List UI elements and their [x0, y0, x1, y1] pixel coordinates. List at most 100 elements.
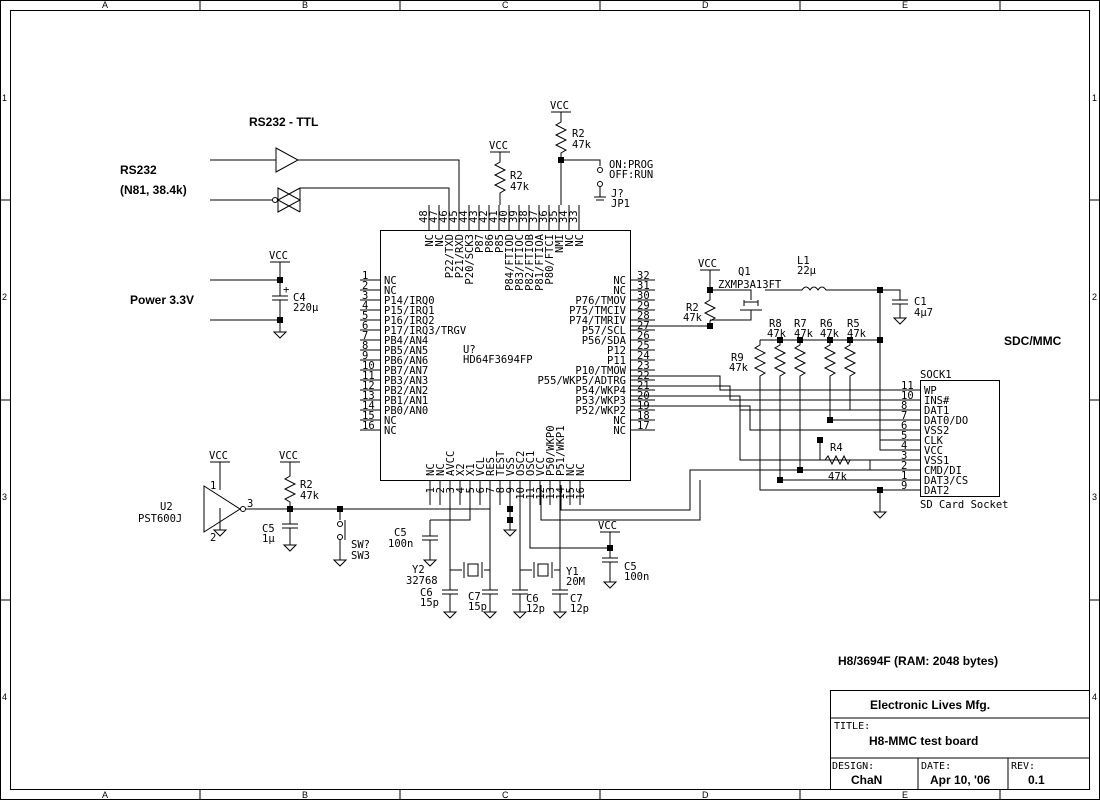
label-chip-note: H8/3694F (RAM: 2048 bytes) — [838, 654, 998, 668]
mcu-pin-number: 29 — [637, 300, 650, 312]
sock-pin-number: 10 — [901, 390, 914, 402]
vcc-label: VCC — [698, 258, 717, 270]
c5c-val: 100n — [624, 571, 649, 583]
mcu-pin-number: 18 — [637, 410, 650, 422]
mcu-pin-number: 32 — [637, 270, 650, 282]
revision: 0.1 — [1028, 773, 1045, 787]
sd-power-switch: VCC R2 47k Q1 ZXMP3A13FT L1 22µ C1 4µ7 R… — [631, 255, 933, 491]
label-rs232-ttl: RS232 - TTL — [249, 115, 318, 129]
mcu-pin-name: NC — [384, 415, 397, 427]
power-input: VCC + C4 220µ — [210, 250, 319, 339]
zone-row-label: 1 — [1092, 93, 1097, 103]
zone-col-label: E — [902, 0, 908, 10]
zone-row-label: 4 — [1092, 692, 1097, 702]
vcc-label: VCC — [209, 450, 228, 462]
r2-mid-val: 47k — [510, 181, 530, 193]
mcu-pin-number: 38 — [518, 210, 530, 223]
mcu-pin-name: P75/TMCIV — [569, 305, 627, 317]
mcu-pin-number: 9 — [505, 487, 517, 493]
zone-row-label: 2 — [1092, 292, 1097, 302]
mcu-pin-number: 31 — [637, 280, 650, 292]
r5-ref: R5 — [847, 318, 860, 330]
zone-col-label: D — [702, 790, 709, 800]
on-prog-label: ON:PROG — [609, 159, 653, 171]
jp-ref: J? — [611, 188, 624, 200]
mcu-pin-name: P55/WKP5/ADTRG — [537, 375, 626, 387]
c4-plus: + — [283, 284, 289, 296]
mcu-pin-number: 30 — [637, 290, 650, 302]
sw-val: SW3 — [351, 550, 370, 562]
sock-pin-number: 8 — [901, 400, 907, 412]
mcu-pin-number: 1 — [425, 487, 437, 493]
u2-ref: U2 — [160, 501, 173, 513]
l1-val: 22µ — [797, 265, 817, 277]
mcu-pin-number: 7 — [362, 330, 368, 342]
mcu-pin-name: P82/FTIOB — [524, 234, 536, 291]
c7a-val: 15p — [468, 601, 487, 613]
zone-col-label: A — [102, 0, 108, 10]
mcu-pin-name: P76/TMOV — [575, 295, 626, 307]
u2-pin2: 2 — [210, 532, 216, 544]
mcu-pin-number: 23 — [637, 360, 650, 372]
sock-pin-number: 4 — [901, 440, 907, 452]
mcu-pin-name: NC — [613, 425, 626, 437]
mcu-pin-number: 14 — [362, 400, 375, 412]
mcu-pin-name: NC — [575, 463, 587, 476]
mcu-pin-name: PB6/AN6 — [384, 355, 428, 367]
rs232-buffers — [210, 147, 460, 213]
sock-pin-name: VCC — [924, 445, 943, 457]
zone-row-label: 2 — [2, 292, 7, 302]
zone-row-label: 3 — [1092, 492, 1097, 502]
vcc-label: VCC — [598, 520, 617, 532]
mcu-pin-name: P85 — [494, 234, 506, 253]
jp-val: JP1 — [611, 198, 630, 210]
mcu-pin-number: 13 — [362, 390, 375, 402]
mcu-pin-name: PB2/AN2 — [384, 385, 428, 397]
mcu-pin-number: 5 — [465, 487, 477, 493]
r2-q-ref: R2 — [686, 302, 699, 314]
r6-val: 47k — [820, 328, 840, 340]
mcu-pin-number: 15 — [565, 487, 577, 500]
mcu-pin-number: 6 — [475, 487, 487, 493]
r4-val: 47k — [828, 471, 848, 483]
mcu-pin-name: P81/FTIOA — [534, 233, 546, 291]
mcu-pin-name: NMI — [554, 234, 566, 253]
u2-pin1: 1 — [210, 480, 216, 492]
mcu-pin-name: NC — [565, 463, 577, 476]
mcu-pin-number: 1 — [362, 270, 368, 282]
mcu-pin-name: PB3/AN3 — [384, 375, 428, 387]
zone-row-label: 4 — [2, 692, 7, 702]
mcu-pin-number: 2 — [435, 487, 447, 493]
r2-q-val: 47k — [683, 312, 703, 324]
mcu-pin-name: NC — [424, 234, 436, 247]
mcu-pin-name: P17/IRQ3/TRGV — [384, 325, 467, 337]
mcu-pin-number: 11 — [362, 370, 375, 382]
mcu-pin-name: NC — [384, 425, 397, 437]
c7a-ref: C7 — [468, 591, 481, 603]
r7-val: 47k — [794, 328, 814, 340]
mcu-pin-number: 10 — [362, 360, 375, 372]
mcu-socket-wiring: R4 47k — [540, 340, 920, 521]
mcu-pin-name: P20/SCK3 — [464, 234, 476, 285]
mcu-pin-name: X2 — [455, 463, 467, 476]
mcu-pin-number: 40 — [498, 210, 510, 223]
mcu-pin-name: NC — [564, 234, 576, 247]
mcu-pin-number: 11 — [525, 487, 537, 500]
oscillators: C5 100n Y2 32768 C6 15p C7 15p Y1 20M C6… — [388, 485, 649, 619]
sock-pin-name: INS# — [924, 395, 950, 407]
mcu-pin-name: P53/WKP3 — [575, 395, 626, 407]
reset-circuit: VCC VCC 1 2 3 U2 PST600J R2 47k C5 1µ SW… — [138, 450, 491, 567]
mcu-pin-name: P83/FTIOC — [514, 234, 526, 291]
sock-ref: SOCK1 — [920, 369, 952, 381]
mcu-pin-name: NC — [384, 285, 397, 297]
u2-val: PST600J — [138, 513, 182, 525]
sock-pin-number: 9 — [901, 480, 907, 492]
c5b-val: 100n — [388, 538, 413, 550]
mcu-pin-name: P15/IRQ1 — [384, 305, 435, 317]
mcu-pin-name: P87 — [474, 234, 486, 253]
date-label: DATE: — [921, 761, 951, 772]
r8-val: 47k — [767, 328, 787, 340]
mcu-pin-name: NC — [434, 234, 446, 247]
